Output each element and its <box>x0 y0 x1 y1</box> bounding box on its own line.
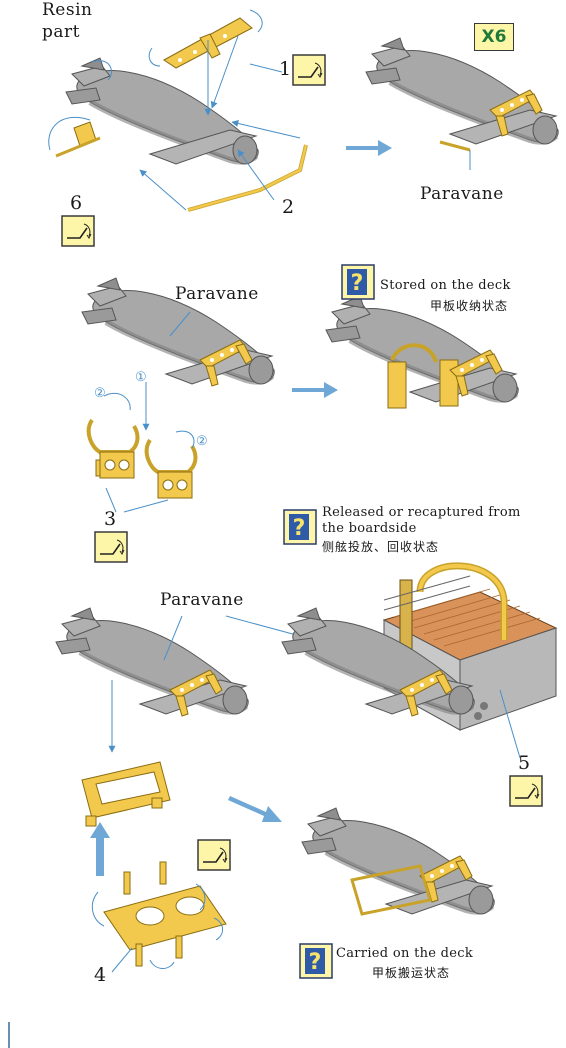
stored-note-cn: 甲板收纳状态 <box>430 299 509 313</box>
bend-icon <box>509 775 543 807</box>
step1-group <box>48 9 558 212</box>
question-icon <box>299 943 333 979</box>
part-number-2: 2 <box>282 196 295 218</box>
bend-icon <box>292 54 326 86</box>
released-note-en-2: the boardside <box>322 521 417 536</box>
pe-part-4-drawing <box>103 861 227 967</box>
part-number-4: 4 <box>94 964 107 986</box>
circled-2-marker: ② <box>196 434 208 449</box>
question-icon <box>341 264 375 300</box>
paravane-resin-drawing <box>66 58 258 164</box>
flow-arrow-icon <box>346 140 392 156</box>
bend-icon <box>197 839 231 871</box>
bend-icon <box>94 531 128 563</box>
carried-note-en: Carried on the deck <box>336 946 474 961</box>
resin-part-label-line1: Resin <box>42 0 93 20</box>
step2-group <box>82 278 518 513</box>
resin-part-label-line2: part <box>42 22 80 42</box>
page-edge-mark <box>8 1022 10 1048</box>
paravane-label-2: Paravane <box>175 284 259 304</box>
part-number-6: 6 <box>70 192 83 214</box>
question-icon <box>283 509 317 545</box>
step3-group <box>56 562 558 973</box>
part-number-1: 1 <box>279 58 292 80</box>
released-note-en-1: Released or recaptured from <box>322 505 521 520</box>
pe-part-3-drawing <box>86 418 198 499</box>
carried-note-cn: 甲板搬运状态 <box>372 966 451 980</box>
part-number-3: 3 <box>104 508 117 530</box>
paravane-label-3: Paravane <box>160 590 244 610</box>
stored-note-en: Stored on the deck <box>380 278 511 293</box>
x6-badge: X6 <box>474 23 514 51</box>
bend-icon <box>61 215 95 247</box>
part-number-5: 5 <box>518 752 531 774</box>
paravane-label-1: Paravane <box>420 184 504 204</box>
released-note-cn: 侧舷投放、回收状态 <box>322 540 440 554</box>
circled-2-marker: ② <box>94 386 106 401</box>
circled-1-marker: ① <box>135 370 147 385</box>
